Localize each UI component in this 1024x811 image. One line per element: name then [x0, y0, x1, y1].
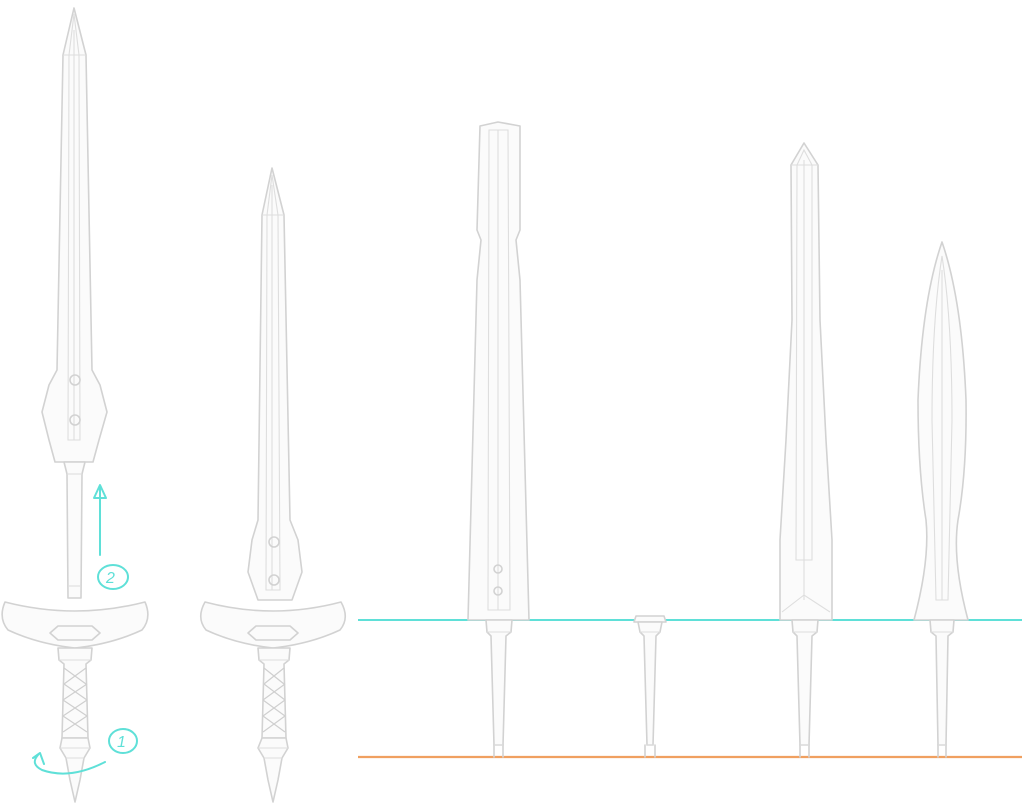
exploded-sword [1, 7, 149, 803]
guardless-hilt [633, 615, 667, 758]
assembled-sword [199, 167, 347, 803]
step-2-marker: 2 [93, 484, 129, 590]
svg-text:2: 2 [105, 570, 115, 587]
pointed-blade [779, 142, 833, 758]
leaf-blade [913, 241, 969, 758]
up-arrow-icon [93, 484, 107, 556]
flat-tip-blade [467, 121, 530, 758]
rotate-arrow-icon [32, 752, 106, 775]
svg-text:1: 1 [117, 734, 126, 751]
step-1-marker: 1 [32, 728, 138, 775]
